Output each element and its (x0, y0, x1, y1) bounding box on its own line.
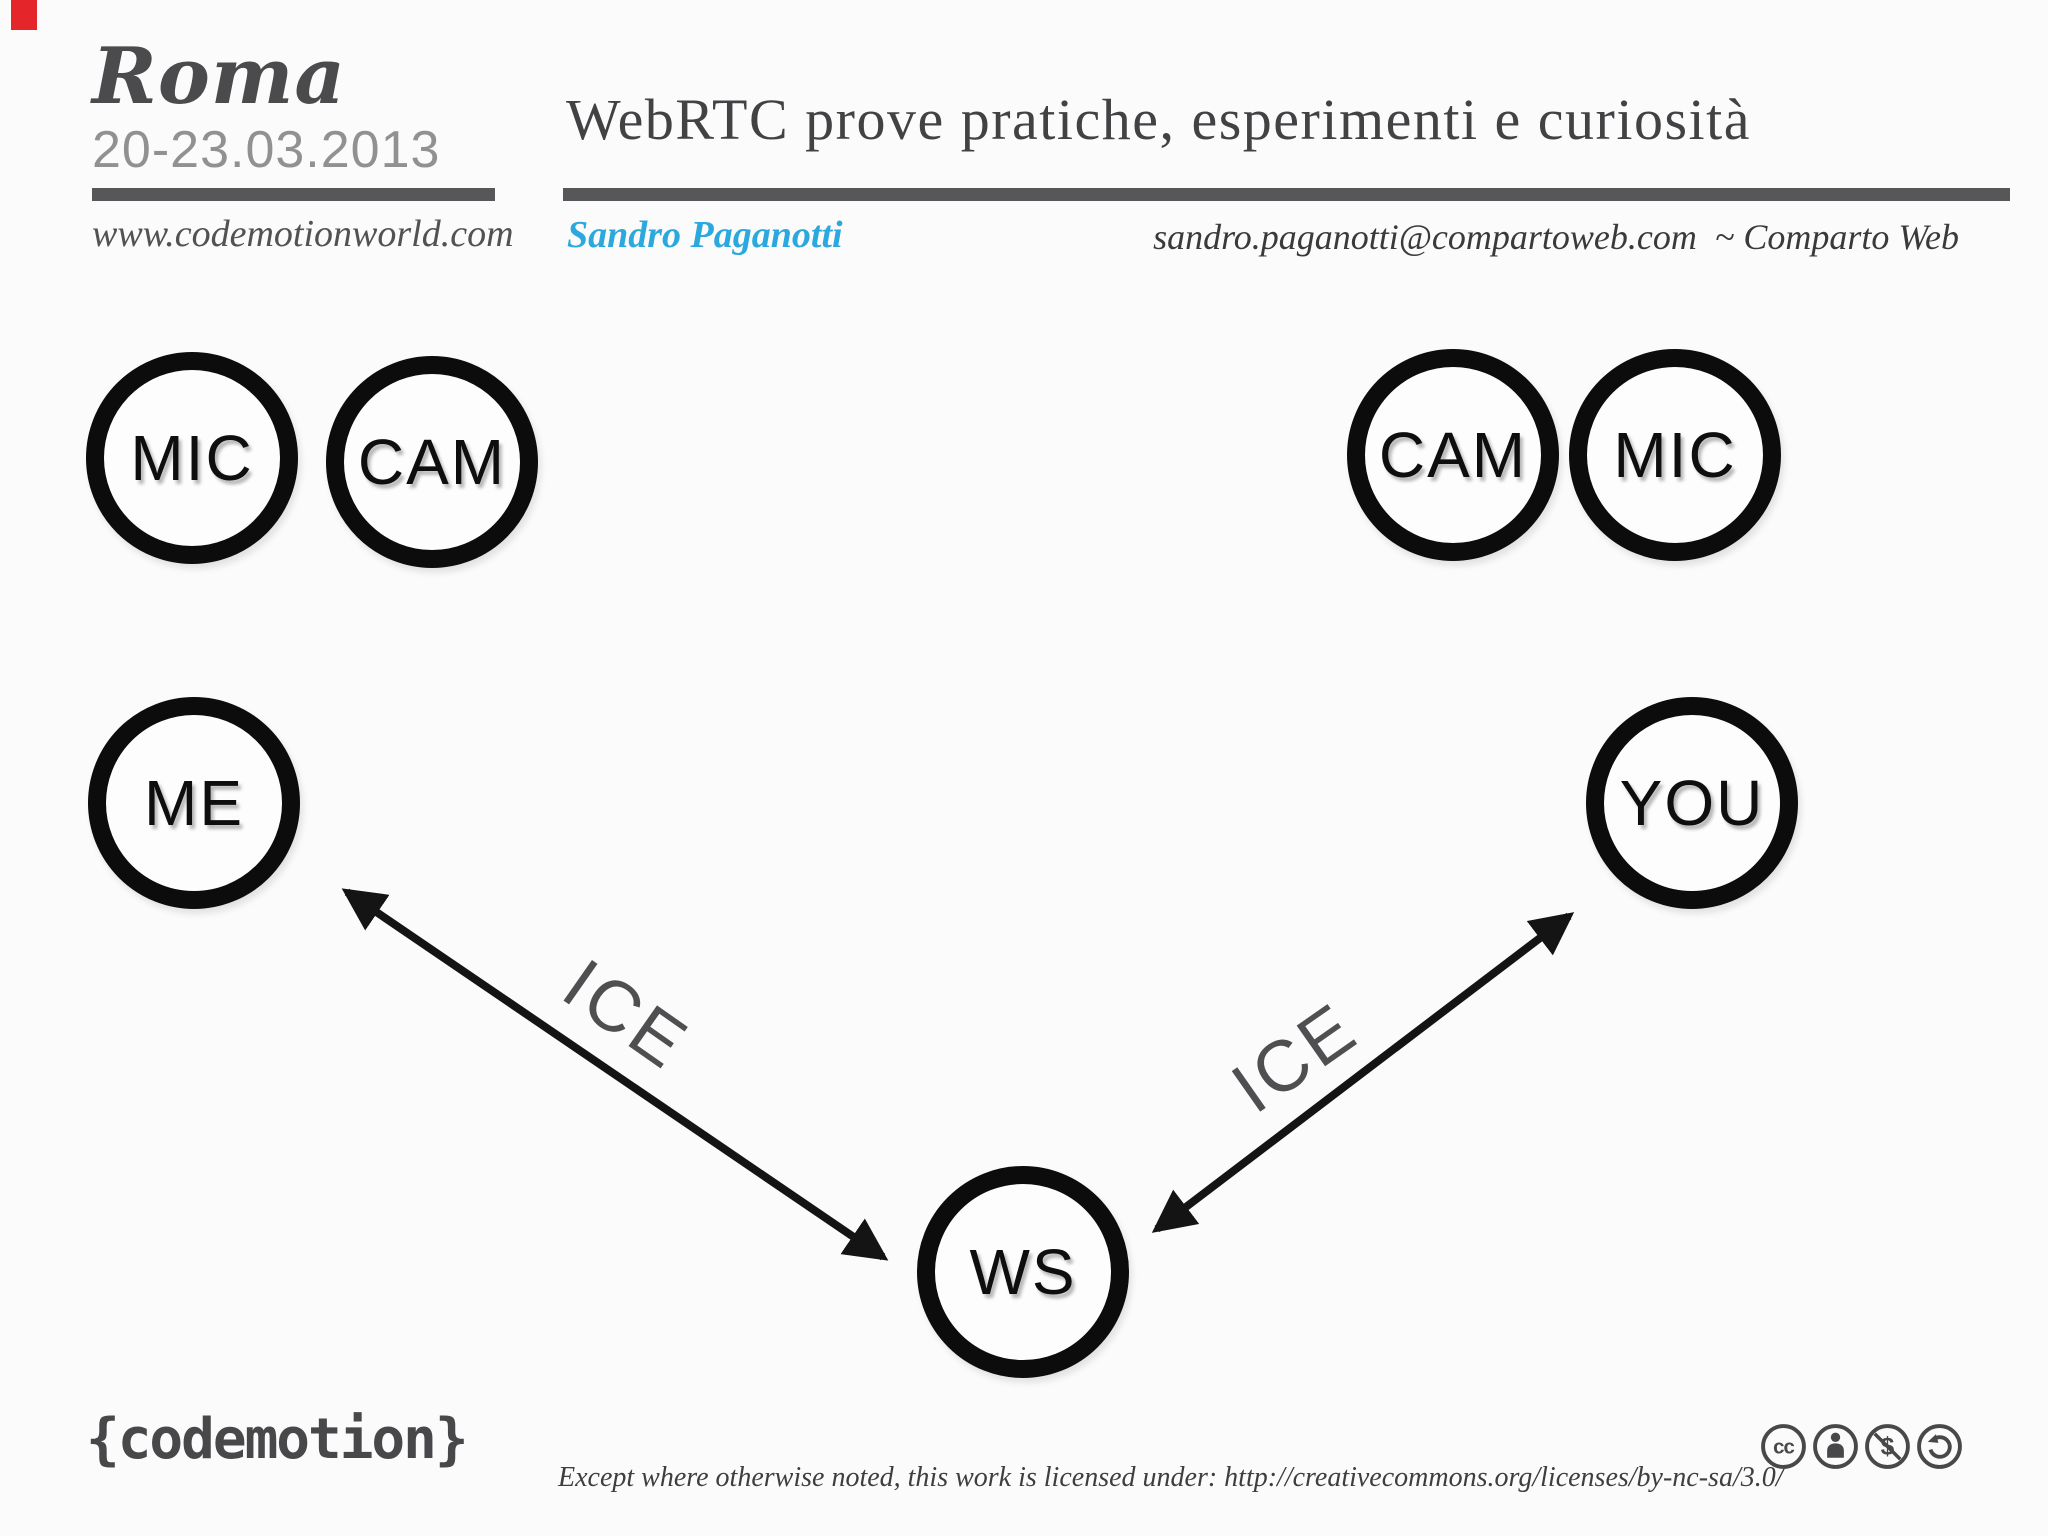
node-label: CAM (357, 426, 507, 498)
node-label: WS (969, 1236, 1077, 1308)
cc-license-icons: cc $ (1760, 1423, 1963, 1470)
attribution-icon (1813, 1424, 1858, 1469)
node-label: ME (144, 767, 244, 839)
edge-label-ice-left: ICE (548, 944, 704, 1086)
edge-label-ice-right: ICE (1217, 987, 1373, 1129)
non-commercial-icon: $ (1865, 1424, 1910, 1469)
node-ws: WS (917, 1166, 1129, 1378)
event-dates: 20-23.03.2013 (92, 121, 441, 179)
share-alike-icon (1917, 1424, 1962, 1469)
node-mic-left: MIC (86, 352, 298, 564)
node-me: ME (88, 697, 300, 909)
node-label: MIC (130, 422, 254, 494)
corner-red-mark (11, 0, 37, 30)
node-label: MIC (1613, 419, 1737, 491)
event-website: www.codemotionworld.com (92, 213, 514, 255)
node-you: YOU (1586, 697, 1798, 909)
codemotion-logo: {codemotion} (86, 1407, 469, 1472)
header-divider-main (563, 188, 2010, 201)
node-cam-right: CAM (1347, 349, 1559, 561)
header-divider-left (92, 188, 495, 201)
speaker-contact: sandro.paganotti@compartoweb.com ~ Compa… (1153, 217, 1959, 257)
node-label: CAM (1378, 419, 1528, 491)
node-mic-right: MIC (1569, 349, 1781, 561)
event-city: Roma (92, 31, 346, 122)
license-text: Except where otherwise noted, this work … (558, 1462, 1784, 1493)
slide-title: WebRTC prove pratiche, esperimenti e cur… (566, 87, 1752, 152)
node-cam-left: CAM (326, 356, 538, 568)
creative-commons-icon: cc (1761, 1424, 1806, 1469)
arrow-me-ws (341, 888, 889, 1261)
speaker-name: Sandro Paganotti (567, 214, 843, 256)
svg-text:cc: cc (1773, 1437, 1794, 1459)
node-label: YOU (1619, 767, 1765, 839)
